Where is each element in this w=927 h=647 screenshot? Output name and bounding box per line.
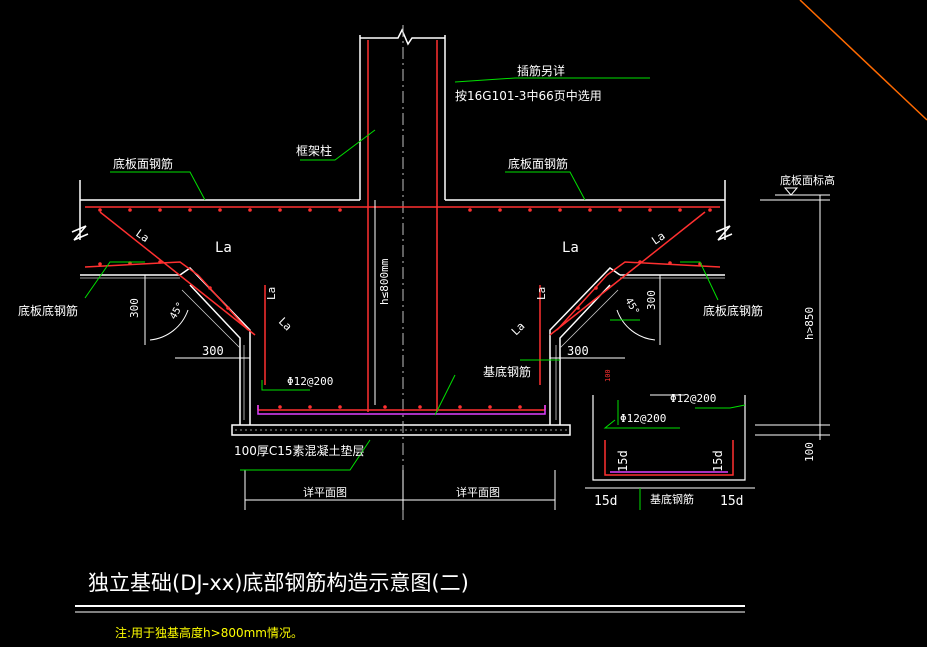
label-h-gt-850: h>850	[803, 307, 816, 340]
label-plan-right: 详平面图	[456, 485, 500, 499]
concrete-outline	[71, 28, 733, 436]
drawing-annotations: 插筋另详 按16G101-3中66页中选用 框架柱 底板面钢筋 底板面钢筋 底板…	[18, 63, 835, 640]
label-15d-4: 15d	[720, 494, 743, 509]
label-15d-2: 15d	[711, 450, 725, 472]
dimension-lines	[144, 187, 830, 510]
label-15d-3: 15d	[594, 494, 617, 509]
label-detail-bar: 基底钢筋	[650, 492, 694, 506]
label-la-right-2: La	[562, 240, 579, 256]
label-300-v-right: 300	[645, 290, 658, 310]
label-frame-column: 框架柱	[296, 143, 332, 158]
label-bottom-bar-left: 底板底钢筋	[18, 303, 78, 318]
label-bottom-bar-right: 底板底钢筋	[703, 303, 763, 318]
label-angle-right: 45°	[622, 296, 641, 317]
rebar-dots	[98, 208, 712, 409]
label-dowel-detail-2: 按16G101-3中66页中选用	[455, 88, 602, 103]
label-slab-top-elev: 底板面标高	[780, 173, 835, 187]
label-100-right: 100	[803, 442, 816, 462]
label-la-right-1: La	[649, 229, 667, 247]
pit-bottom-rebar	[257, 405, 546, 415]
label-dowel-detail-1: 插筋另详	[517, 63, 565, 78]
label-la-right-3: La	[535, 287, 548, 300]
drawing-title: 独立基础(DJ-xx)底部钢筋构造示意图(二)	[88, 571, 469, 595]
label-small-100: 100	[604, 369, 612, 382]
label-300-v-left: 300	[128, 298, 141, 318]
leader-lines	[84, 77, 746, 510]
label-la-left-4: La	[276, 315, 295, 334]
label-phi12-detail: Φ12@200	[670, 392, 716, 405]
label-bedding: 100厚C15素混凝土垫层	[234, 443, 365, 458]
label-300-h-left: 300	[202, 344, 224, 358]
label-phi12-right: Φ12@200	[620, 412, 666, 425]
rebar-red	[84, 40, 721, 412]
label-la-left-1: La	[133, 227, 151, 245]
drawing-note: 注:用于独基高度h>800mm情况。	[115, 625, 303, 640]
label-la-left-2: La	[215, 240, 232, 256]
label-la-right-4: La	[509, 320, 528, 339]
label-la-left-3: La	[265, 287, 278, 300]
bottom-bar-detail	[592, 394, 746, 481]
orange-reference-line	[799, 0, 927, 121]
label-h-le-800: h≤800mm	[378, 258, 391, 305]
label-top-bar-right: 底板面钢筋	[508, 156, 568, 171]
label-15d-1: 15d	[616, 450, 630, 472]
label-phi12-left: Φ12@200	[287, 375, 333, 388]
label-300-h-right: 300	[567, 344, 589, 358]
label-pit-bottom-bar: 基底钢筋	[483, 364, 531, 379]
label-plan-left: 详平面图	[303, 485, 347, 499]
label-top-bar-left: 底板面钢筋	[113, 156, 173, 171]
